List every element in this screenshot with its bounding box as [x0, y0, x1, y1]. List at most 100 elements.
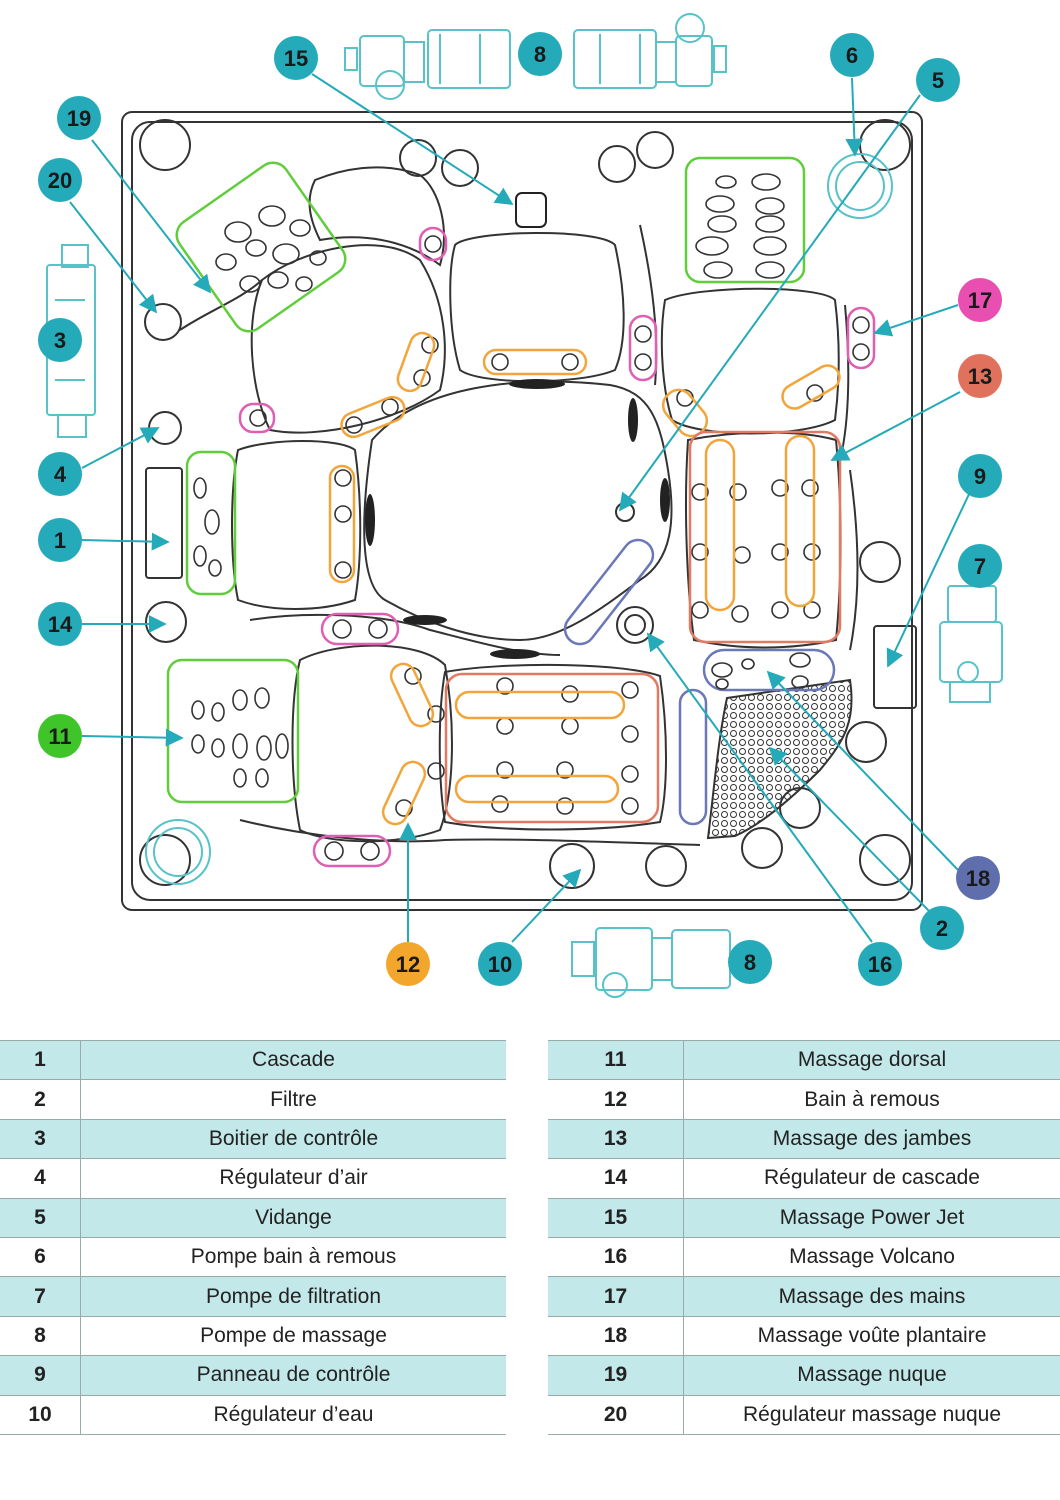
badge-14: 14 — [38, 602, 82, 646]
legend-number: 1 — [0, 1039, 81, 1081]
legend-label: Cascade — [80, 1039, 506, 1081]
badge-circle — [858, 942, 902, 986]
zone-hand-massage — [846, 306, 876, 370]
legend-number: 20 — [548, 1395, 684, 1435]
badge-17: 17 — [958, 278, 1002, 322]
seat-left — [231, 440, 362, 610]
zones-coral — [444, 430, 842, 824]
leader-5 — [618, 94, 921, 512]
zone-volcano-strip — [563, 538, 655, 646]
zones-orange — [328, 331, 841, 826]
zone-leg-massage — [688, 430, 842, 644]
badge-5: 5 — [916, 58, 960, 102]
legend-label: Massage dorsal — [683, 1039, 1060, 1081]
pump-top-right — [573, 13, 727, 89]
legend-number: 2 — [0, 1079, 81, 1120]
legend-label: Régulateur de cascade — [683, 1158, 1060, 1199]
drain-ring — [145, 819, 211, 885]
control-panel-box — [873, 625, 917, 709]
badge-2: 2 — [920, 906, 964, 950]
pump-top-left — [344, 29, 511, 100]
leader-11 — [81, 728, 184, 747]
zone-foot-arch — [702, 648, 836, 692]
zone-leg-massage-bottom — [444, 672, 660, 824]
legend-label: Massage voûte plantaire — [683, 1316, 1060, 1357]
badge-circle — [956, 856, 1000, 900]
badge-circle — [958, 278, 1002, 322]
lounger-bottom — [438, 663, 667, 831]
seat-bottom-left — [291, 644, 453, 843]
legend-number: 5 — [0, 1198, 81, 1238]
leader-lines — [69, 73, 971, 943]
badge-circle — [518, 32, 562, 76]
badge-circle — [38, 318, 82, 362]
neck-regulator — [144, 303, 182, 341]
badge-11: 11 — [38, 714, 82, 758]
legend-number: 10 — [0, 1395, 81, 1435]
volcano-jet — [616, 606, 654, 644]
legend-number: 14 — [548, 1158, 684, 1199]
filtration-pump — [939, 585, 1003, 703]
badge-number: 5 — [932, 68, 944, 93]
badge-circle — [38, 714, 82, 758]
legend-number: 16 — [548, 1237, 684, 1278]
leader-19 — [91, 139, 212, 294]
badge-9: 9 — [958, 454, 1002, 498]
badge-7: 7 — [958, 544, 1002, 588]
zone-green-jets — [191, 173, 787, 788]
zones-pink — [238, 226, 876, 868]
legend-label: Régulateur massage nuque — [683, 1395, 1060, 1435]
legend-number: 8 — [0, 1316, 81, 1357]
badge-12: 12 — [386, 942, 430, 986]
badge-number: 16 — [868, 952, 892, 977]
legend-number: 9 — [0, 1355, 81, 1396]
footwell-slots — [365, 379, 670, 659]
legend-number: 19 — [548, 1355, 684, 1396]
spa-inner-rim — [131, 121, 913, 901]
badge-1: 1 — [38, 518, 82, 562]
legend-number: 15 — [548, 1198, 684, 1238]
leader-4 — [81, 427, 160, 469]
badge-number: 17 — [968, 288, 992, 313]
badge-8: 8 — [518, 32, 562, 76]
leader-15 — [311, 73, 514, 205]
cascade-regulator — [145, 601, 187, 643]
spa-outer-rim — [121, 111, 923, 911]
badge-6: 6 — [830, 33, 874, 77]
badge-4: 4 — [38, 452, 82, 496]
zones-navy-jets — [711, 652, 811, 690]
leader-20 — [69, 201, 158, 314]
legend-label: Massage des jambes — [683, 1119, 1060, 1160]
badge-number: 20 — [48, 168, 72, 193]
badge-circle — [478, 942, 522, 986]
badge-circle — [38, 158, 82, 202]
pump-bottom — [571, 927, 731, 998]
badge-19: 19 — [57, 96, 101, 140]
legend-label: Pompe bain à remous — [80, 1237, 506, 1278]
badge-number: 8 — [744, 950, 756, 975]
legend-label: Panneau de contrôle — [80, 1355, 506, 1396]
badge-circle — [830, 33, 874, 77]
skimmer — [145, 467, 183, 579]
badge-circle — [958, 354, 1002, 398]
legend-label: Boitier de contrôle — [80, 1119, 506, 1160]
legend-number: 12 — [548, 1079, 684, 1120]
footwell — [363, 380, 673, 642]
badge-16: 16 — [858, 942, 902, 986]
leader-9 — [886, 491, 971, 668]
badge-circle — [38, 452, 82, 496]
